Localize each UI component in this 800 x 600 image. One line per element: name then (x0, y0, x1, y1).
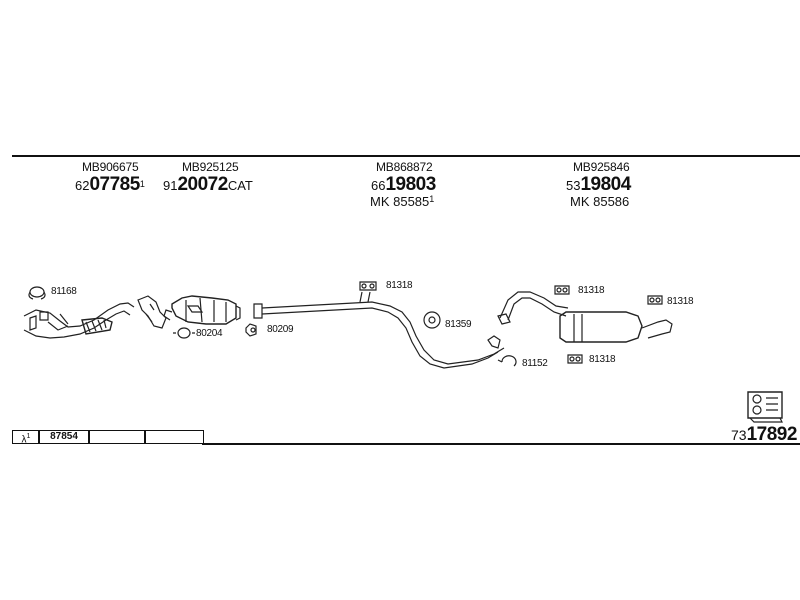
part-main-2: 20072 (177, 174, 228, 195)
part-prefix-3: 66 (371, 178, 386, 193)
rubber-ring-icon (423, 311, 441, 329)
mk-footnote-3: 1 (429, 194, 435, 204)
front-pipe-icon (23, 295, 167, 339)
part-label-80204: 80204 (196, 328, 223, 339)
rubber-hanger-icon (647, 295, 663, 305)
clamp-icon (28, 286, 46, 300)
part-label-81318-d: 81318 (589, 354, 616, 365)
clamp-icon (497, 355, 517, 367)
rear-silencer-icon (497, 291, 673, 343)
kit-box-icon (747, 391, 783, 423)
oe-number-4: MB925846 (573, 160, 630, 174)
part-number-1: 62077851 (75, 174, 145, 195)
part-number-3: 6619803 (371, 174, 436, 195)
rubber-hanger-icon (567, 354, 583, 364)
oe-number-1: MB906675 (82, 160, 139, 174)
part-label-81359: 81359 (445, 319, 472, 330)
mk-number-3: MK 855851 (370, 194, 434, 209)
rubber-hanger-icon (554, 285, 570, 295)
footer-cell-code: 87854 (38, 430, 90, 444)
top-rule (12, 155, 800, 157)
gasket-icon (173, 327, 195, 339)
kit-main: 17892 (746, 424, 798, 445)
part-prefix-4: 53 (566, 178, 581, 193)
bottom-rule (202, 443, 800, 445)
part-label-81168: 81168 (51, 286, 77, 297)
part-label-81318-b: 81318 (578, 285, 605, 296)
part-main-4: 19804 (580, 174, 631, 195)
footer-cell-empty-2 (144, 430, 204, 444)
rubber-hanger-icon (359, 281, 377, 291)
part-number-2: 9120072CAT (163, 174, 253, 195)
part-prefix-2: 91 (163, 178, 178, 193)
lambda-footnote: 1 (26, 433, 31, 440)
part-suffix-2: CAT (227, 178, 253, 193)
middle-pipe-icon (253, 291, 505, 369)
oe-number-3: MB868872 (376, 160, 433, 174)
part-main-3: 19803 (385, 174, 436, 195)
catalytic-converter-icon (163, 295, 241, 325)
part-prefix-1: 62 (75, 178, 90, 193)
part-main-1: 07785 (89, 174, 140, 195)
part-number-4: 5319804 (566, 174, 631, 195)
footer-cell-empty-1 (88, 430, 146, 444)
part-label-81318-c: 81318 (667, 296, 694, 307)
footer-cell-lambda: λ1 (12, 430, 40, 446)
kit-prefix: 73 (731, 427, 747, 443)
oe-number-2: MB925125 (182, 160, 239, 174)
part-label-81152: 81152 (522, 358, 548, 369)
kit-number: 7317892 (731, 424, 797, 446)
part-label-80209: 80209 (267, 324, 294, 335)
mk-number-4: MK 85586 (570, 194, 629, 209)
gasket-icon (245, 323, 257, 337)
lambda-symbol: λ (21, 434, 27, 446)
sensor-code: 87854 (50, 431, 78, 442)
mk-text-4: MK 85586 (570, 194, 630, 209)
part-label-81318-a: 81318 (386, 280, 413, 291)
mk-text-3: MK 85585 (370, 194, 430, 209)
part-footnote-1: 1 (139, 179, 145, 189)
